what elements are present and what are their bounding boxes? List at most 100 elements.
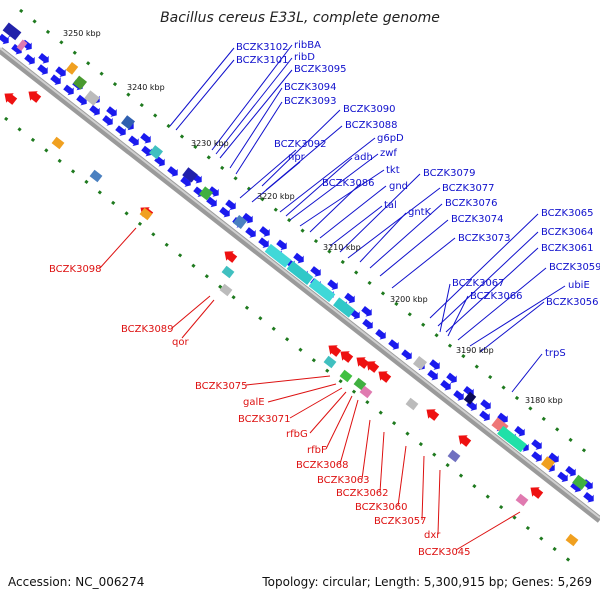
coord-label-3210: 3210 kbp	[323, 243, 361, 252]
leader-line-forward	[169, 47, 235, 127]
gene-label-BCZK3098[interactable]: BCZK3098	[49, 264, 102, 275]
gene-label-ubiE[interactable]: ubiE	[568, 280, 590, 291]
gene-label-BCZK3067[interactable]: BCZK3067	[452, 278, 505, 289]
gene-label-BCZK3071[interactable]: BCZK3071	[238, 414, 291, 425]
gene-label-tkt[interactable]: tkt	[386, 165, 400, 176]
forward-gene-arrow	[327, 279, 338, 291]
gene-feature-box	[51, 136, 65, 150]
gene-label-rfbG[interactable]: rfbG	[286, 429, 308, 440]
gene-label-BCZK3095[interactable]: BCZK3095	[294, 64, 347, 75]
accession-text: Accession: NC_006274	[8, 575, 144, 589]
gene-label-BCZK3074[interactable]: BCZK3074	[451, 214, 504, 225]
gene-feature-box	[84, 90, 100, 106]
gene-feature-box	[405, 397, 419, 411]
leader-line-forward	[347, 187, 441, 259]
gene-label-dxr[interactable]: dxr	[424, 530, 441, 541]
leader-line-forward	[379, 219, 449, 277]
gene-label-tal[interactable]: tal	[384, 200, 397, 211]
gene-label-BCZK3073[interactable]: BCZK3073	[458, 233, 511, 244]
forward-gene-arrow	[0, 33, 9, 45]
forward-gene-arrow	[225, 199, 236, 211]
forward-gene-arrow	[128, 135, 139, 147]
gene-label-BCZK3063[interactable]: BCZK3063	[317, 475, 370, 486]
gene-label-gnd[interactable]: gnd	[389, 181, 408, 192]
gene-feature-box	[16, 39, 28, 52]
gene-label-zwf[interactable]: zwf	[380, 148, 397, 159]
forward-gene-arrow	[361, 306, 372, 317]
gene-label-g6pD[interactable]: g6pD	[377, 133, 404, 144]
forward-gene-arrow	[362, 318, 373, 330]
gene-feature-box	[463, 391, 477, 405]
gene-feature-box	[515, 493, 529, 507]
gene-label-BCZK3088[interactable]: BCZK3088	[345, 120, 398, 131]
genome-summary-text: Topology: circular; Length: 5,300,915 bp…	[261, 575, 592, 589]
gene-label-adh[interactable]: adh	[354, 152, 373, 163]
gene-label-BCZK3076[interactable]: BCZK3076	[445, 198, 498, 209]
leader-line-forward	[369, 203, 443, 269]
gene-label-BCZK3075[interactable]: BCZK3075	[195, 381, 248, 392]
leader-line-reverse	[171, 295, 211, 329]
gene-label-BCZK3086[interactable]: BCZK3086	[322, 178, 375, 189]
gene-label-BCZK3102[interactable]: BCZK3102	[236, 42, 289, 53]
leader-line-reverse	[361, 419, 371, 480]
gene-label-BCZK3101[interactable]: BCZK3101	[236, 55, 289, 66]
gene-label-BCZK3079[interactable]: BCZK3079	[423, 168, 476, 179]
leader-line-forward	[391, 237, 456, 289]
gene-feature-box	[286, 261, 314, 285]
reverse-gene-arrow	[366, 361, 380, 373]
gene-label-ribD[interactable]: ribD	[294, 52, 315, 63]
gene-label-BCZK3064[interactable]: BCZK3064	[541, 227, 594, 238]
gene-feature-box	[232, 214, 248, 230]
forward-gene-arrow	[242, 212, 253, 224]
forward-gene-arrow	[480, 399, 491, 410]
gene-label-rfbF[interactable]: rfbF	[307, 445, 327, 456]
forward-gene-arrow	[24, 54, 35, 65]
gene-label-BCZK3059[interactable]: BCZK3059	[549, 262, 600, 273]
gene-label-ribBA[interactable]: ribBA	[294, 40, 321, 51]
gene-feature-box	[565, 533, 579, 547]
map-title: Bacillus cereus E33L, complete genome	[160, 10, 440, 26]
leader-line-forward	[285, 157, 353, 217]
reverse-gene-arrow	[356, 357, 370, 369]
coord-label-3220: 3220 kbp	[257, 192, 295, 201]
gene-label-trpS[interactable]: trpS	[545, 348, 566, 359]
leader-line-forward	[261, 109, 341, 187]
forward-gene-arrow	[453, 390, 464, 401]
reverse-gene-arrow	[378, 371, 392, 383]
gene-label-BCZK3077[interactable]: BCZK3077	[442, 183, 495, 194]
gene-label-BCZK3066[interactable]: BCZK3066	[470, 291, 523, 302]
gene-label-galE[interactable]: galE	[243, 397, 265, 408]
forward-gene-arrow	[55, 66, 66, 77]
gene-label-BCZK3045[interactable]: BCZK3045	[418, 547, 471, 558]
gene-label-BCZK3068[interactable]: BCZK3068	[296, 460, 349, 471]
gene-label-qor[interactable]: qor	[172, 337, 189, 348]
gene-label-BCZK3065[interactable]: BCZK3065	[541, 208, 594, 219]
gene-feature-box	[412, 355, 428, 371]
leader-line-reverse	[309, 391, 347, 434]
gene-feature-box	[353, 377, 367, 391]
leader-line-forward	[437, 231, 539, 327]
gene-label-BCZK3062[interactable]: BCZK3062	[336, 488, 389, 499]
gene-feature-box	[65, 61, 79, 75]
gene-feature-box	[497, 425, 527, 453]
leader-line-reverse	[267, 383, 337, 403]
forward-gene-arrow	[208, 186, 219, 197]
gene-label-npr[interactable]: npr	[288, 152, 306, 163]
gene-label-BCZK3090[interactable]: BCZK3090	[343, 104, 396, 115]
gene-label-BCZK3094[interactable]: BCZK3094	[284, 82, 337, 93]
gene-label-BCZK3056[interactable]: BCZK3056	[546, 297, 599, 308]
forward-gene-arrow	[548, 452, 559, 464]
gene-label-BCZK3060[interactable]: BCZK3060	[355, 502, 408, 513]
gene-label-BCZK3061[interactable]: BCZK3061	[541, 243, 594, 254]
gene-label-BCZK3092[interactable]: BCZK3092	[274, 139, 327, 150]
gene-label-BCZK3089[interactable]: BCZK3089	[121, 324, 174, 335]
forward-gene-arrow	[206, 196, 217, 208]
gene-label-gntK[interactable]: gntK	[408, 207, 432, 218]
leader-line-forward	[479, 301, 545, 353]
forward-gene-arrow	[427, 369, 438, 381]
gene-label-BCZK3093[interactable]: BCZK3093	[284, 96, 337, 107]
forward-gene-arrow	[37, 64, 48, 75]
gene-label-BCZK3057[interactable]: BCZK3057	[374, 516, 427, 527]
forward-gene-arrow	[259, 226, 270, 237]
gene-feature-box	[264, 243, 292, 268]
